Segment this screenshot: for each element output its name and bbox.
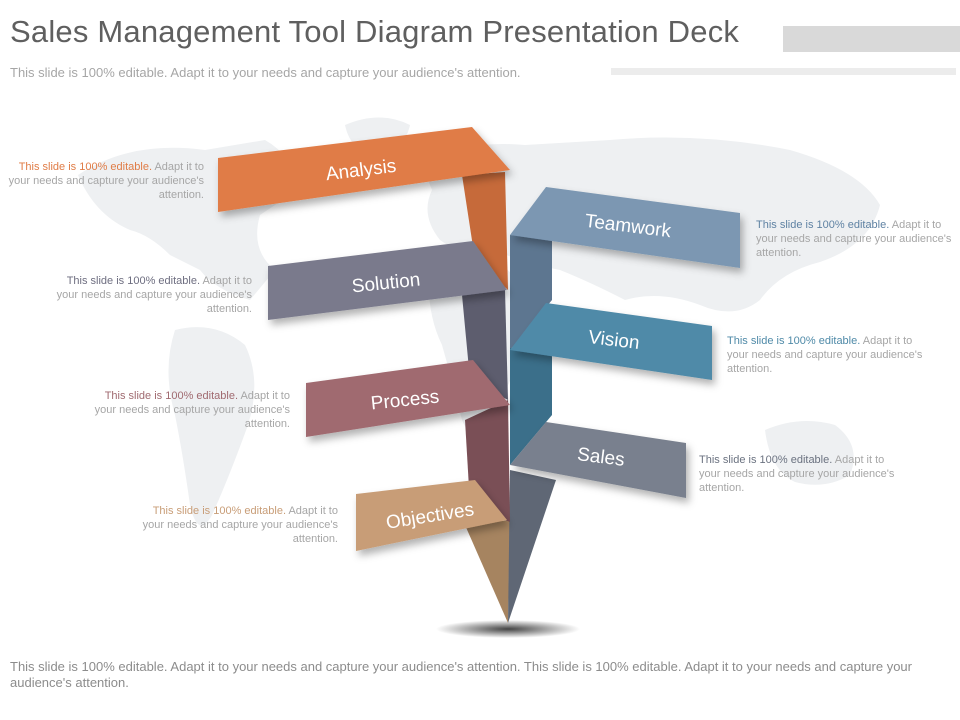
- desc-analysis-highlight: This slide is 100% editable.: [18, 161, 152, 173]
- desc-teamwork-highlight: This slide is 100% editable.: [756, 219, 890, 231]
- ribbon-solution: Solution: [268, 241, 507, 320]
- page-title: Sales Management Tool Diagram Presentati…: [10, 14, 740, 49]
- ribbon-solution-shape: [268, 241, 507, 320]
- title-accent-bar: [783, 26, 960, 52]
- ribbon-analysis-shape: [218, 127, 510, 212]
- desc-teamwork-text: Adapt it to your needs and capture your …: [756, 219, 952, 259]
- desc-objectives-text: Adapt it to your needs and capture your …: [142, 505, 338, 545]
- desc-solution-highlight: This slide is 100% editable.: [66, 275, 200, 287]
- desc-sales-text: Adapt it to your needs and capture your …: [699, 454, 895, 494]
- desc-objectives-highlight: This slide is 100% editable.: [152, 505, 286, 517]
- ribbon-analysis: Analysis: [218, 127, 510, 212]
- desc-process-text: Adapt it to your needs and capture your …: [94, 390, 290, 430]
- desc-process: This slide is 100% editable. Adapt it to…: [88, 389, 290, 431]
- desc-vision: This slide is 100% editable. Adapt it to…: [727, 334, 927, 376]
- page-subtitle: This slide is 100% editable. Adapt it to…: [10, 65, 521, 80]
- subtitle-accent-bar: [611, 68, 956, 75]
- ribbon-objectives-shape: [356, 480, 507, 551]
- ribbon-process: Process: [306, 360, 510, 437]
- desc-sales-highlight: This slide is 100% editable.: [699, 454, 833, 466]
- central-spine: [462, 172, 556, 623]
- desc-analysis: This slide is 100% editable. Adapt it to…: [8, 160, 204, 202]
- footer-text: This slide is 100% editable. Adapt it to…: [10, 659, 912, 690]
- desc-process-highlight: This slide is 100% editable.: [104, 390, 238, 402]
- desc-objectives: This slide is 100% editable. Adapt it to…: [135, 504, 338, 546]
- base-shadow: [436, 620, 580, 638]
- sales-management-diagram: Analysis Solution Process Objectives Tea…: [78, 117, 880, 638]
- ribbon-vision: Vision: [510, 303, 712, 380]
- desc-analysis-text: Adapt it to your needs and capture your …: [8, 161, 204, 201]
- desc-sales: This slide is 100% editable. Adapt it to…: [699, 453, 899, 495]
- ribbon-teamwork-shape: [510, 187, 740, 268]
- desc-solution: This slide is 100% editable. Adapt it to…: [50, 274, 252, 316]
- ribbon-sales: Sales: [510, 422, 686, 498]
- ribbon-teamwork: Teamwork: [510, 187, 740, 268]
- ribbon-objectives: Objectives: [356, 480, 507, 551]
- desc-teamwork: This slide is 100% editable. Adapt it to…: [756, 218, 956, 260]
- desc-vision-highlight: This slide is 100% editable.: [727, 335, 861, 347]
- desc-solution-text: Adapt it to your needs and capture your …: [56, 275, 252, 315]
- desc-vision-text: Adapt it to your needs and capture your …: [727, 335, 923, 375]
- ribbon-vision-shape: [510, 303, 712, 380]
- ribbon-sales-shape: [510, 422, 686, 498]
- ribbon-process-shape: [306, 360, 510, 437]
